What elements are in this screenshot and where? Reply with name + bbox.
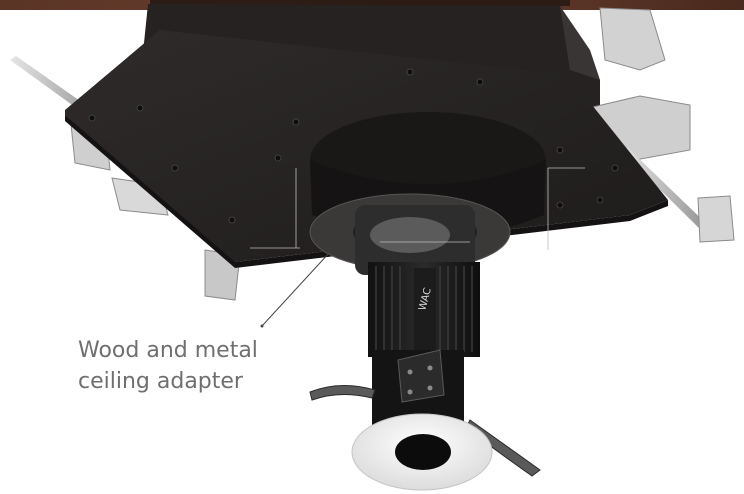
callout-line-1: Wood and metal: [78, 338, 258, 363]
callout-line-2: ceiling adapter: [78, 369, 243, 394]
spring-arm-left: [309, 384, 376, 401]
lamp-clip: [397, 349, 445, 403]
heat-sink-label-band: [414, 268, 436, 352]
callout-leader-end: [260, 324, 264, 328]
mounting-bracket-right-top: [599, 7, 666, 71]
callout-leader: [261, 251, 331, 327]
guide-lines: [250, 167, 585, 250]
lamp-screws: [407, 365, 433, 395]
heat-sink-fins: [375, 266, 473, 352]
wood-strip-edge: [150, 0, 570, 6]
mounting-bracket-right-clip: [697, 195, 735, 243]
housing-box-side: [560, 6, 600, 80]
trim-aperture: [395, 434, 451, 470]
socket-lens: [370, 217, 450, 253]
mounting-plate-edge: [65, 115, 668, 268]
plate-screws: [88, 68, 619, 224]
callout-label: Wood and metal ceiling adapter: [78, 335, 258, 397]
